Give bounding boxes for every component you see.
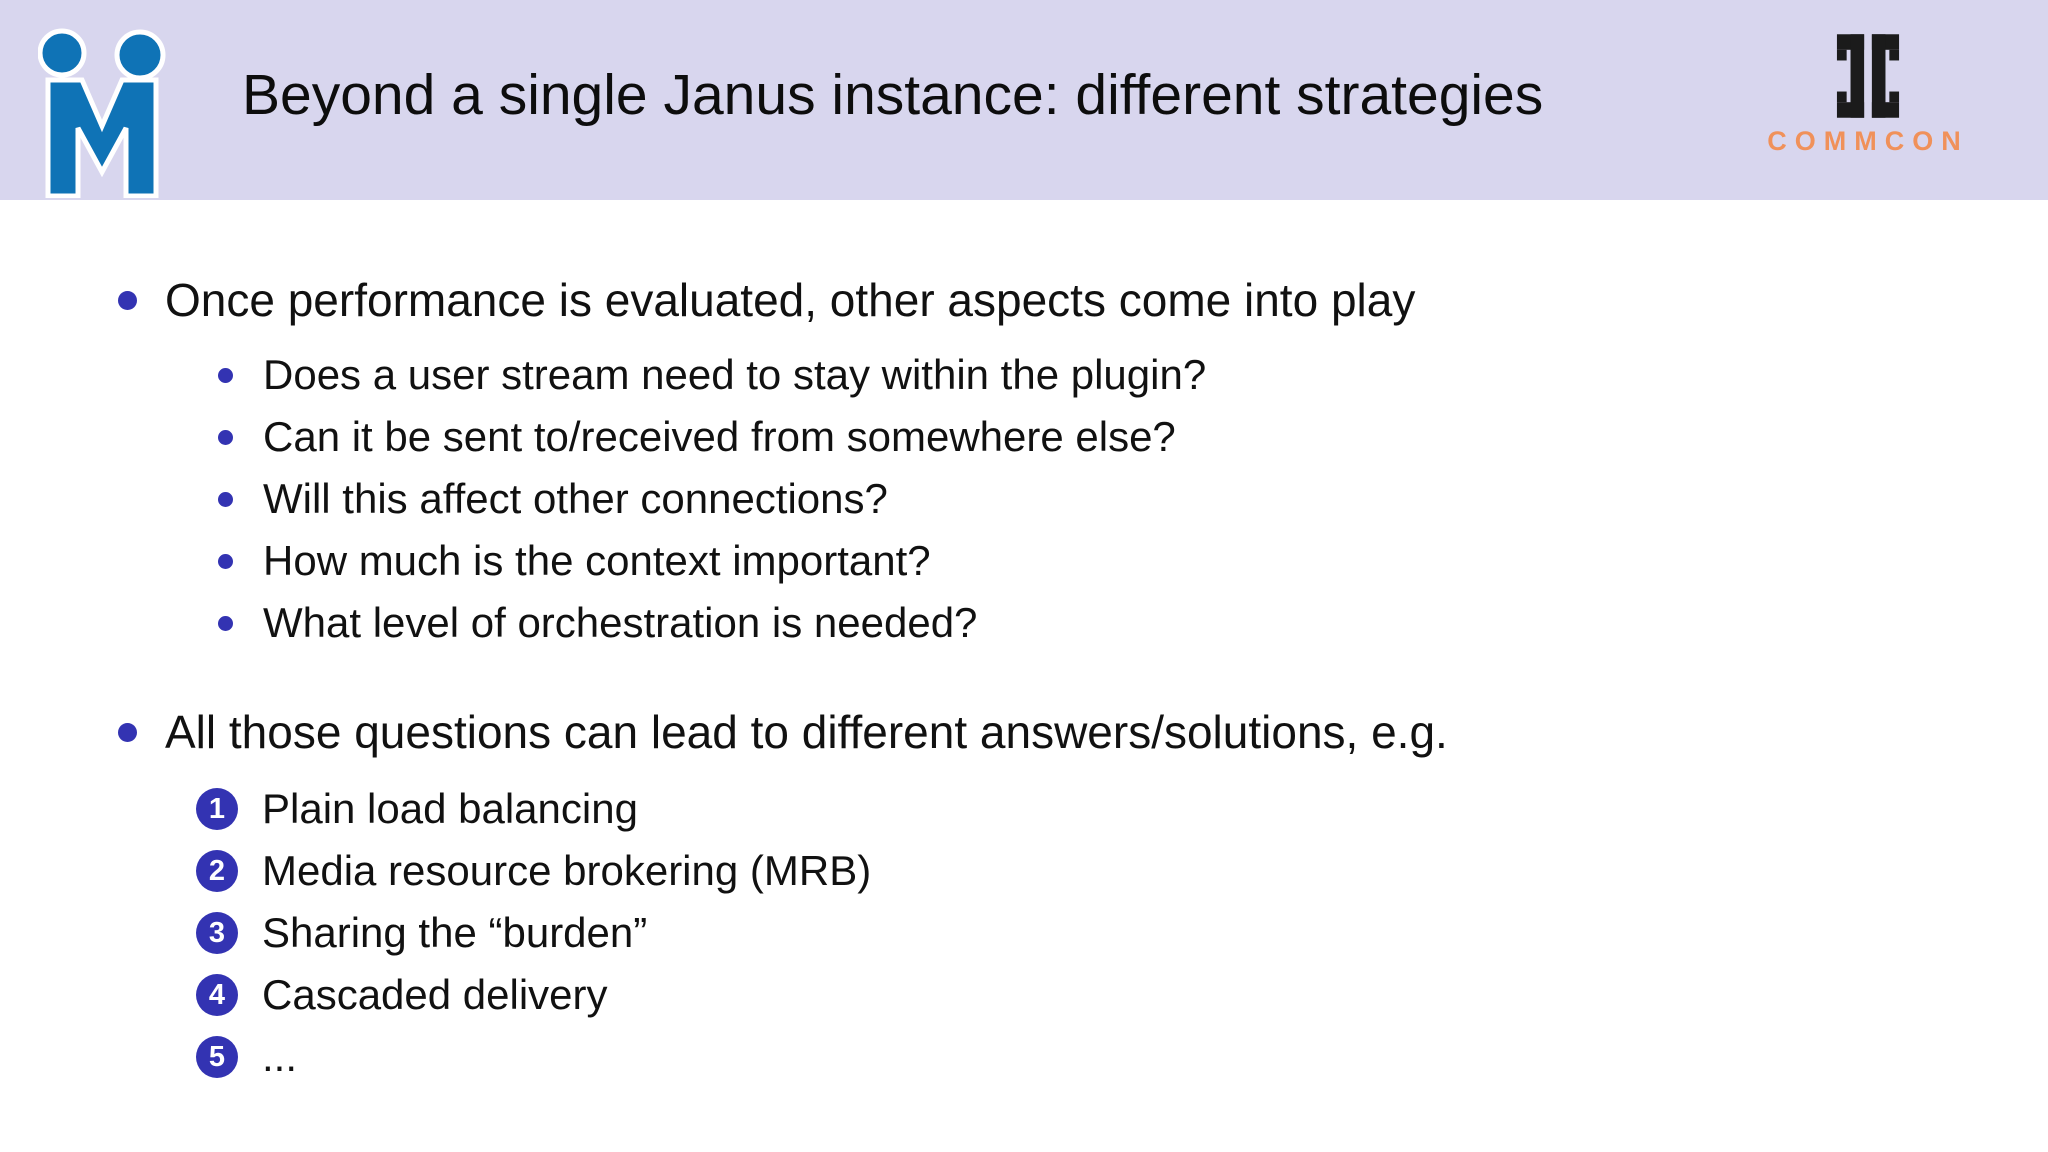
- sub-bullet-item: How much is the context important?: [196, 530, 1988, 592]
- bullet-text: All those questions can lead to differen…: [165, 706, 1448, 758]
- sub-bullet-item: Can it be sent to/received from somewher…: [196, 406, 1988, 468]
- numbered-item-text: Cascaded delivery: [262, 971, 608, 1018]
- sub-bullet-text: What level of orchestration is needed?: [263, 599, 978, 646]
- bullet-item: All those questions can lead to differen…: [96, 702, 1988, 762]
- sub-bullet-text: Can it be sent to/received from somewher…: [263, 413, 1176, 460]
- bullet-dot-icon: [118, 722, 137, 742]
- commcon-logo: COMMCON: [1748, 32, 1988, 157]
- bullet-dot-icon: [118, 290, 137, 310]
- number-badge: 1: [196, 788, 238, 830]
- sub-bullet-item: Does a user stream need to stay within t…: [196, 344, 1988, 406]
- numbered-item: 1 Plain load balancing: [196, 778, 1988, 840]
- number-badge: 5: [196, 1036, 238, 1078]
- bullet-dot-icon: [218, 367, 233, 383]
- numbered-item: 2 Media resource brokering (MRB): [196, 840, 1988, 902]
- number-badge: 2: [196, 850, 238, 892]
- sub-bullet-item: What level of orchestration is needed?: [196, 592, 1988, 654]
- numbered-item: 3 Sharing the “burden”: [196, 902, 1988, 964]
- bullet-text: Once performance is evaluated, other asp…: [165, 274, 1416, 326]
- bullet-dot-icon: [218, 553, 233, 569]
- numbered-list: 1 Plain load balancing 2 Media resource …: [196, 778, 1988, 1088]
- bullet-dot-icon: [218, 491, 233, 507]
- numbered-item-text: Media resource brokering (MRB): [262, 847, 872, 894]
- header-band: Beyond a single Janus instance: differen…: [0, 0, 2048, 200]
- sub-bullet-item: Will this affect other connections?: [196, 468, 1988, 530]
- slide-body: Once performance is evaluated, other asp…: [0, 200, 2048, 1088]
- numbered-item-text: ...: [262, 1033, 298, 1080]
- numbered-item-text: Sharing the “burden”: [262, 909, 648, 956]
- sub-bullet-text: How much is the context important?: [263, 537, 931, 584]
- number-badge: 4: [196, 974, 238, 1016]
- bullet-dot-icon: [218, 429, 233, 445]
- number-badge: 3: [196, 912, 238, 954]
- bullet-item: Once performance is evaluated, other asp…: [96, 270, 1988, 330]
- sub-bullet-text: Does a user stream need to stay within t…: [263, 351, 1207, 398]
- numbered-item-text: Plain load balancing: [262, 785, 638, 832]
- sub-bullet-list: Does a user stream need to stay within t…: [196, 344, 1988, 654]
- numbered-item: 5 ...: [196, 1026, 1988, 1088]
- page-title: Beyond a single Janus instance: differen…: [242, 63, 1544, 127]
- bullet-dot-icon: [218, 615, 233, 631]
- sub-bullet-text: Will this affect other connections?: [263, 475, 888, 522]
- meetecho-logo-icon: [38, 28, 166, 198]
- commcon-wordmark: COMMCON: [1767, 126, 1969, 156]
- commcon-logo-icon: [1836, 34, 1900, 118]
- numbered-item: 4 Cascaded delivery: [196, 964, 1988, 1026]
